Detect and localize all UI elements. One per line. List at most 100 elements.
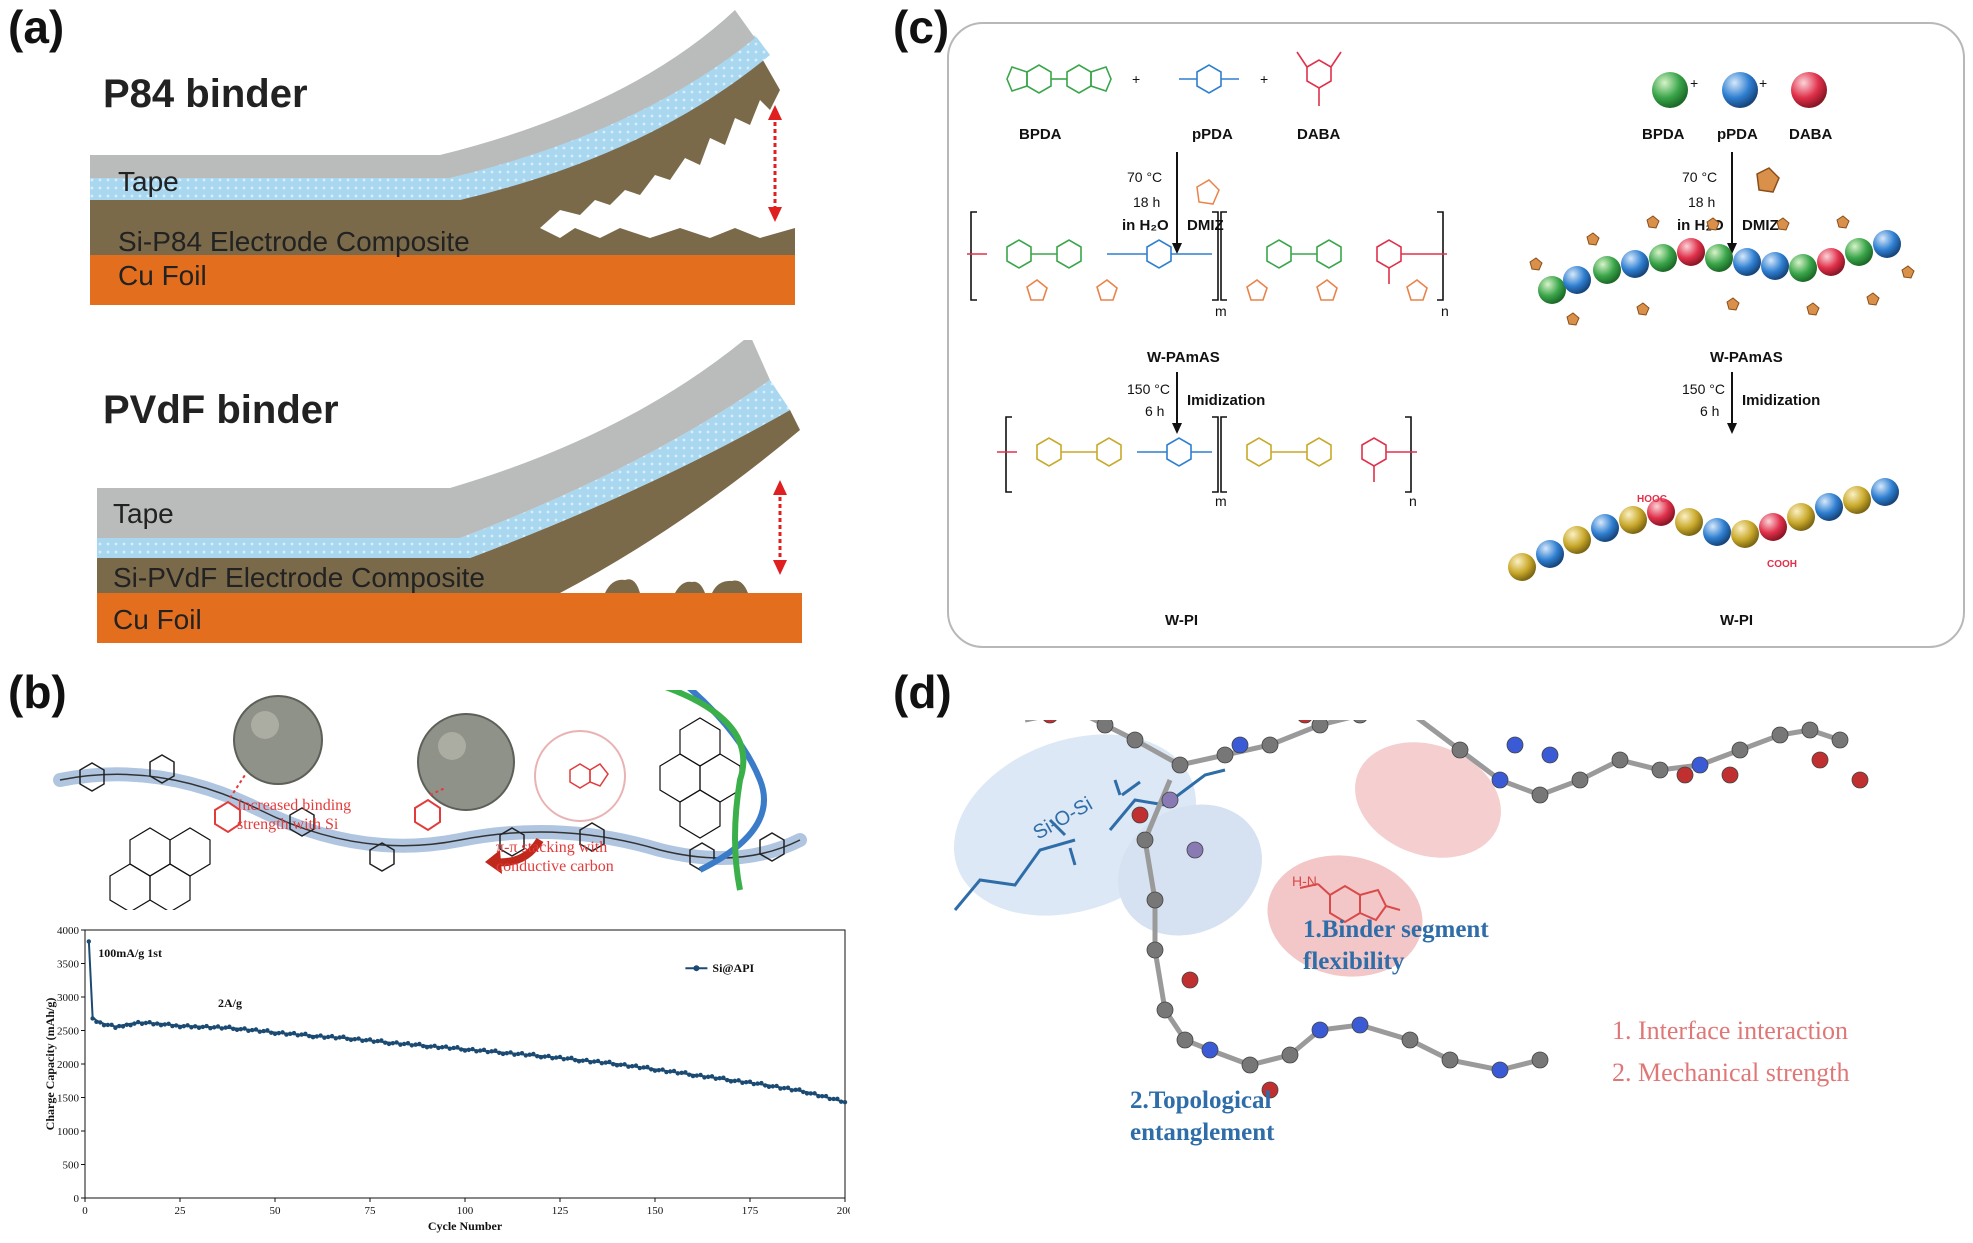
data-point xyxy=(310,1035,316,1040)
data-point xyxy=(128,1022,133,1028)
data-point xyxy=(595,1058,601,1064)
data-point xyxy=(736,1078,741,1083)
data-point xyxy=(250,1027,255,1033)
data-point xyxy=(136,1019,141,1025)
y-axis-title: Charge Capacity (mAh/g) xyxy=(43,998,57,1131)
stacking-annotation-text: π-π stacking with conductive carbon xyxy=(496,839,614,875)
data-point xyxy=(451,1045,456,1051)
data-point xyxy=(348,1037,354,1043)
data-point xyxy=(569,1055,574,1061)
data-point xyxy=(797,1087,802,1092)
y-tick-label: 3500 xyxy=(57,959,80,971)
data-point xyxy=(269,1030,274,1035)
data-point xyxy=(622,1062,627,1067)
x-tick-label: 175 xyxy=(742,1205,759,1217)
data-point xyxy=(789,1088,794,1093)
x-tick-label: 125 xyxy=(552,1205,569,1217)
atom xyxy=(1096,720,1114,734)
p84-layer-diagram xyxy=(90,10,795,305)
data-point xyxy=(831,1096,836,1102)
data-point xyxy=(117,1023,122,1029)
atom xyxy=(1611,751,1629,769)
data-point xyxy=(660,1067,665,1072)
data-point xyxy=(462,1048,468,1053)
wpamas-structure xyxy=(967,211,1447,301)
atom xyxy=(1571,771,1589,789)
svg-text:6 h: 6 h xyxy=(1145,403,1164,419)
x-tick-label: 150 xyxy=(647,1205,664,1217)
data-point xyxy=(432,1043,437,1048)
x-tick-label: 75 xyxy=(365,1205,377,1217)
data-point xyxy=(379,1038,384,1043)
data-point xyxy=(417,1041,422,1047)
bpda-structure xyxy=(1006,64,1112,94)
svg-text:n: n xyxy=(1409,493,1417,509)
data-point xyxy=(652,1068,658,1073)
data-point xyxy=(820,1093,825,1099)
data-point xyxy=(698,1072,703,1078)
data-point xyxy=(101,1022,107,1028)
data-point xyxy=(120,1024,126,1029)
atom xyxy=(1131,806,1149,824)
data-point xyxy=(812,1091,817,1096)
data-point xyxy=(329,1033,335,1039)
data-point xyxy=(386,1041,392,1047)
data-point xyxy=(516,1051,521,1057)
svg-text:+: + xyxy=(1260,71,1268,87)
data-point xyxy=(261,1028,266,1034)
atom xyxy=(1721,766,1739,784)
data-point xyxy=(215,1024,221,1029)
flexibility-label: 1.Binder segment flexibility xyxy=(1303,916,1489,975)
data-point xyxy=(728,1079,734,1084)
atom xyxy=(1401,1031,1419,1049)
data-point xyxy=(466,1047,471,1053)
data-point xyxy=(204,1023,209,1029)
x-tick-label: 100 xyxy=(457,1205,474,1217)
data-point xyxy=(801,1089,806,1095)
data-point xyxy=(383,1040,388,1045)
data-point xyxy=(185,1023,190,1028)
data-point xyxy=(284,1032,289,1037)
data-point xyxy=(641,1065,646,1070)
data-point xyxy=(839,1099,844,1104)
atom xyxy=(1491,1061,1509,1079)
data-point xyxy=(139,1021,145,1026)
data-point xyxy=(424,1045,430,1050)
data-point xyxy=(611,1061,616,1067)
data-point xyxy=(664,1069,669,1075)
data-point xyxy=(481,1047,487,1053)
data-point xyxy=(816,1094,821,1099)
data-point xyxy=(694,1073,699,1078)
ppda-structure xyxy=(1179,64,1239,94)
data-point xyxy=(709,1074,715,1079)
data-point xyxy=(109,1022,114,1027)
si-particle-1 xyxy=(233,695,323,785)
atom xyxy=(1181,971,1199,989)
data-point xyxy=(193,1024,198,1029)
data-point xyxy=(721,1075,726,1080)
molecular-model: Si-O-Si H-N xyxy=(953,720,1869,1099)
atom xyxy=(1176,1031,1194,1049)
data-point xyxy=(253,1027,259,1032)
atom xyxy=(1353,720,1367,724)
data-point xyxy=(200,1024,205,1030)
wpi-label-right: W-PI xyxy=(1720,612,1753,629)
cycling-chart: 0255075100125150175200050010001500200025… xyxy=(43,925,850,1233)
p84-composite-peeled xyxy=(90,55,780,228)
p84-foil-label: Cu Foil xyxy=(118,260,207,291)
data-point xyxy=(314,1034,319,1039)
data-point xyxy=(341,1034,346,1039)
data-point xyxy=(162,1022,167,1027)
data-point xyxy=(740,1080,745,1085)
data-point xyxy=(132,1021,137,1026)
data-point xyxy=(793,1087,798,1093)
panel-label-d: (d) xyxy=(893,666,952,718)
data-point xyxy=(782,1085,787,1091)
ppda-label: pPDA xyxy=(1192,126,1233,143)
data-point xyxy=(637,1065,642,1071)
data-point xyxy=(326,1034,331,1040)
bead-daba xyxy=(1791,72,1827,108)
data-point xyxy=(725,1077,730,1083)
data-point xyxy=(580,1058,585,1063)
data-point xyxy=(375,1038,380,1044)
